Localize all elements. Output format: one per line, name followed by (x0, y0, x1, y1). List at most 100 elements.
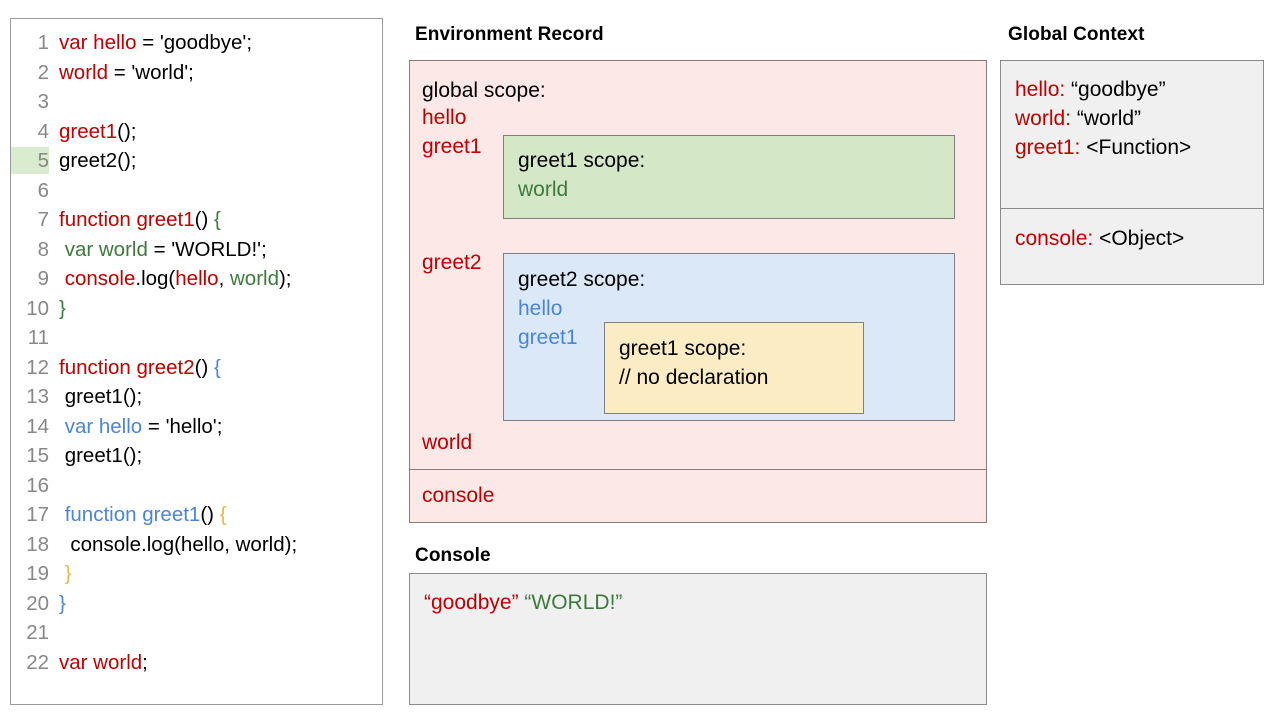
code-token: function greet2 (59, 355, 195, 379)
console-output-line: “goodbye” “WORLD!” (424, 591, 622, 615)
binding-greet1: greet1 (422, 135, 482, 158)
code-token: greet1(); (59, 444, 143, 467)
line-number: 14 (26, 414, 49, 438)
greet2-scope-title: greet2 scope: (518, 268, 646, 291)
code-line[interactable]: 18 console.log(hello, world); (11, 530, 382, 560)
code-line[interactable]: 15 greet1(); (11, 441, 382, 471)
code-line-text: function greet1() { (49, 500, 227, 530)
line-number: 8 (37, 237, 49, 261)
code-line[interactable]: 19 } (11, 559, 382, 589)
code-token: world (59, 60, 108, 84)
code-line-text: greet1(); (49, 117, 137, 147)
code-token: = 'world'; (108, 60, 194, 84)
greet2-scope-box: greet2 scope: hello greet1 greet1 scope:… (503, 253, 955, 421)
code-line[interactable]: 13 greet1(); (11, 382, 382, 412)
greet1-scope-box: greet1 scope: world (503, 135, 955, 219)
code-token: = 'hello'; (142, 414, 223, 438)
global-var-greet1-key: greet1: (1015, 136, 1081, 159)
code-token: greet1 (59, 119, 118, 143)
code-token: } (59, 591, 66, 615)
greet1-inner-scope-title: greet1 scope: (619, 337, 747, 360)
code-line-text: greet1(); (49, 382, 142, 412)
code-token: = 'goodbye'; (136, 31, 253, 54)
line-number: 12 (26, 355, 49, 379)
line-number: 16 (26, 473, 49, 497)
code-token: { (213, 208, 221, 231)
code-token: console.log(hello, world); (59, 532, 298, 556)
console-output-box[interactable]: “goodbye” “WORLD!” (409, 573, 987, 705)
global-object-console-value: <Object> (1099, 227, 1185, 250)
global-scope-label: global scope: (422, 79, 546, 102)
binding-console: console (422, 484, 495, 507)
code-token: ; (142, 650, 148, 674)
code-line[interactable]: 8 var world = 'WORLD!'; (11, 235, 382, 265)
code-line[interactable]: 3 (11, 87, 382, 117)
binding-greet2: greet2 (422, 251, 482, 274)
code-line[interactable]: 17 function greet1() { (11, 500, 382, 530)
code-line-text: var world; (49, 648, 148, 678)
greet2-scope-var-greet1: greet1 (518, 326, 578, 349)
console-value-goodbye: “goodbye” (424, 591, 519, 614)
code-token: var hello (59, 31, 137, 54)
code-line[interactable]: 6 (11, 176, 382, 206)
line-number: 4 (37, 119, 49, 143)
code-token: , (218, 267, 230, 290)
code-token: ); (278, 267, 292, 290)
code-line[interactable]: 21 (11, 618, 382, 648)
code-token: } (59, 296, 66, 320)
code-token: hello (175, 267, 219, 290)
code-line-text: } (49, 294, 66, 324)
code-token: function greet1 (64, 503, 201, 526)
line-number: 13 (26, 385, 49, 409)
code-token: { (219, 503, 227, 526)
line-number: 21 (26, 621, 49, 645)
code-line-text: var hello = 'hello'; (49, 412, 223, 442)
code-line[interactable]: 9 console.log(hello, world); (11, 264, 382, 294)
code-line[interactable]: 11 (11, 323, 382, 353)
greet1-scope-title: greet1 scope: (518, 149, 646, 172)
line-number: 22 (26, 650, 49, 674)
global-object-console-key: console: (1015, 227, 1094, 250)
code-line-text: } (49, 589, 66, 619)
code-line-text: world = 'world'; (49, 58, 194, 88)
code-token: greet1(); (59, 385, 143, 408)
line-number: 9 (37, 267, 49, 291)
global-var-hello-value: “goodbye” (1071, 78, 1166, 101)
line-number: 1 (37, 31, 49, 55)
code-token: } (64, 562, 72, 585)
code-line-text: function greet2() { (49, 353, 221, 383)
global-context-variables-region: hello: “goodbye” world: “world” greet1: … (1001, 61, 1263, 209)
greet1-inner-scope-note: // no declaration (619, 366, 769, 389)
code-line[interactable]: 10} (11, 294, 382, 324)
code-line[interactable]: 16 (11, 471, 382, 501)
line-number: 19 (26, 562, 49, 586)
code-token: = 'WORLD!'; (147, 237, 267, 261)
line-number: 15 (26, 444, 49, 468)
code-line-text: function greet1() { (49, 205, 221, 235)
console-binding-region: console (410, 470, 986, 521)
code-token: var world (59, 650, 143, 674)
code-token: { (213, 355, 221, 379)
greet1-scope-var-world: world (518, 178, 569, 201)
global-var-hello-key: hello: (1015, 78, 1066, 101)
global-var-greet1: greet1: <Function> (1015, 136, 1191, 160)
code-line[interactable]: 14 var hello = 'hello'; (11, 412, 382, 442)
code-line[interactable]: 20} (11, 589, 382, 619)
code-line[interactable]: 1 var hello = 'goodbye'; (11, 28, 382, 58)
code-token: (); (117, 119, 137, 143)
line-number: 20 (26, 591, 49, 615)
environment-record-box: global scope: hello greet1 greet2 world … (409, 60, 987, 523)
binding-world: world (422, 431, 473, 454)
line-number: 17 (26, 503, 49, 527)
line-number: 2 (37, 60, 49, 84)
binding-hello: hello (422, 106, 467, 129)
global-var-world-value: “world” (1076, 107, 1142, 130)
